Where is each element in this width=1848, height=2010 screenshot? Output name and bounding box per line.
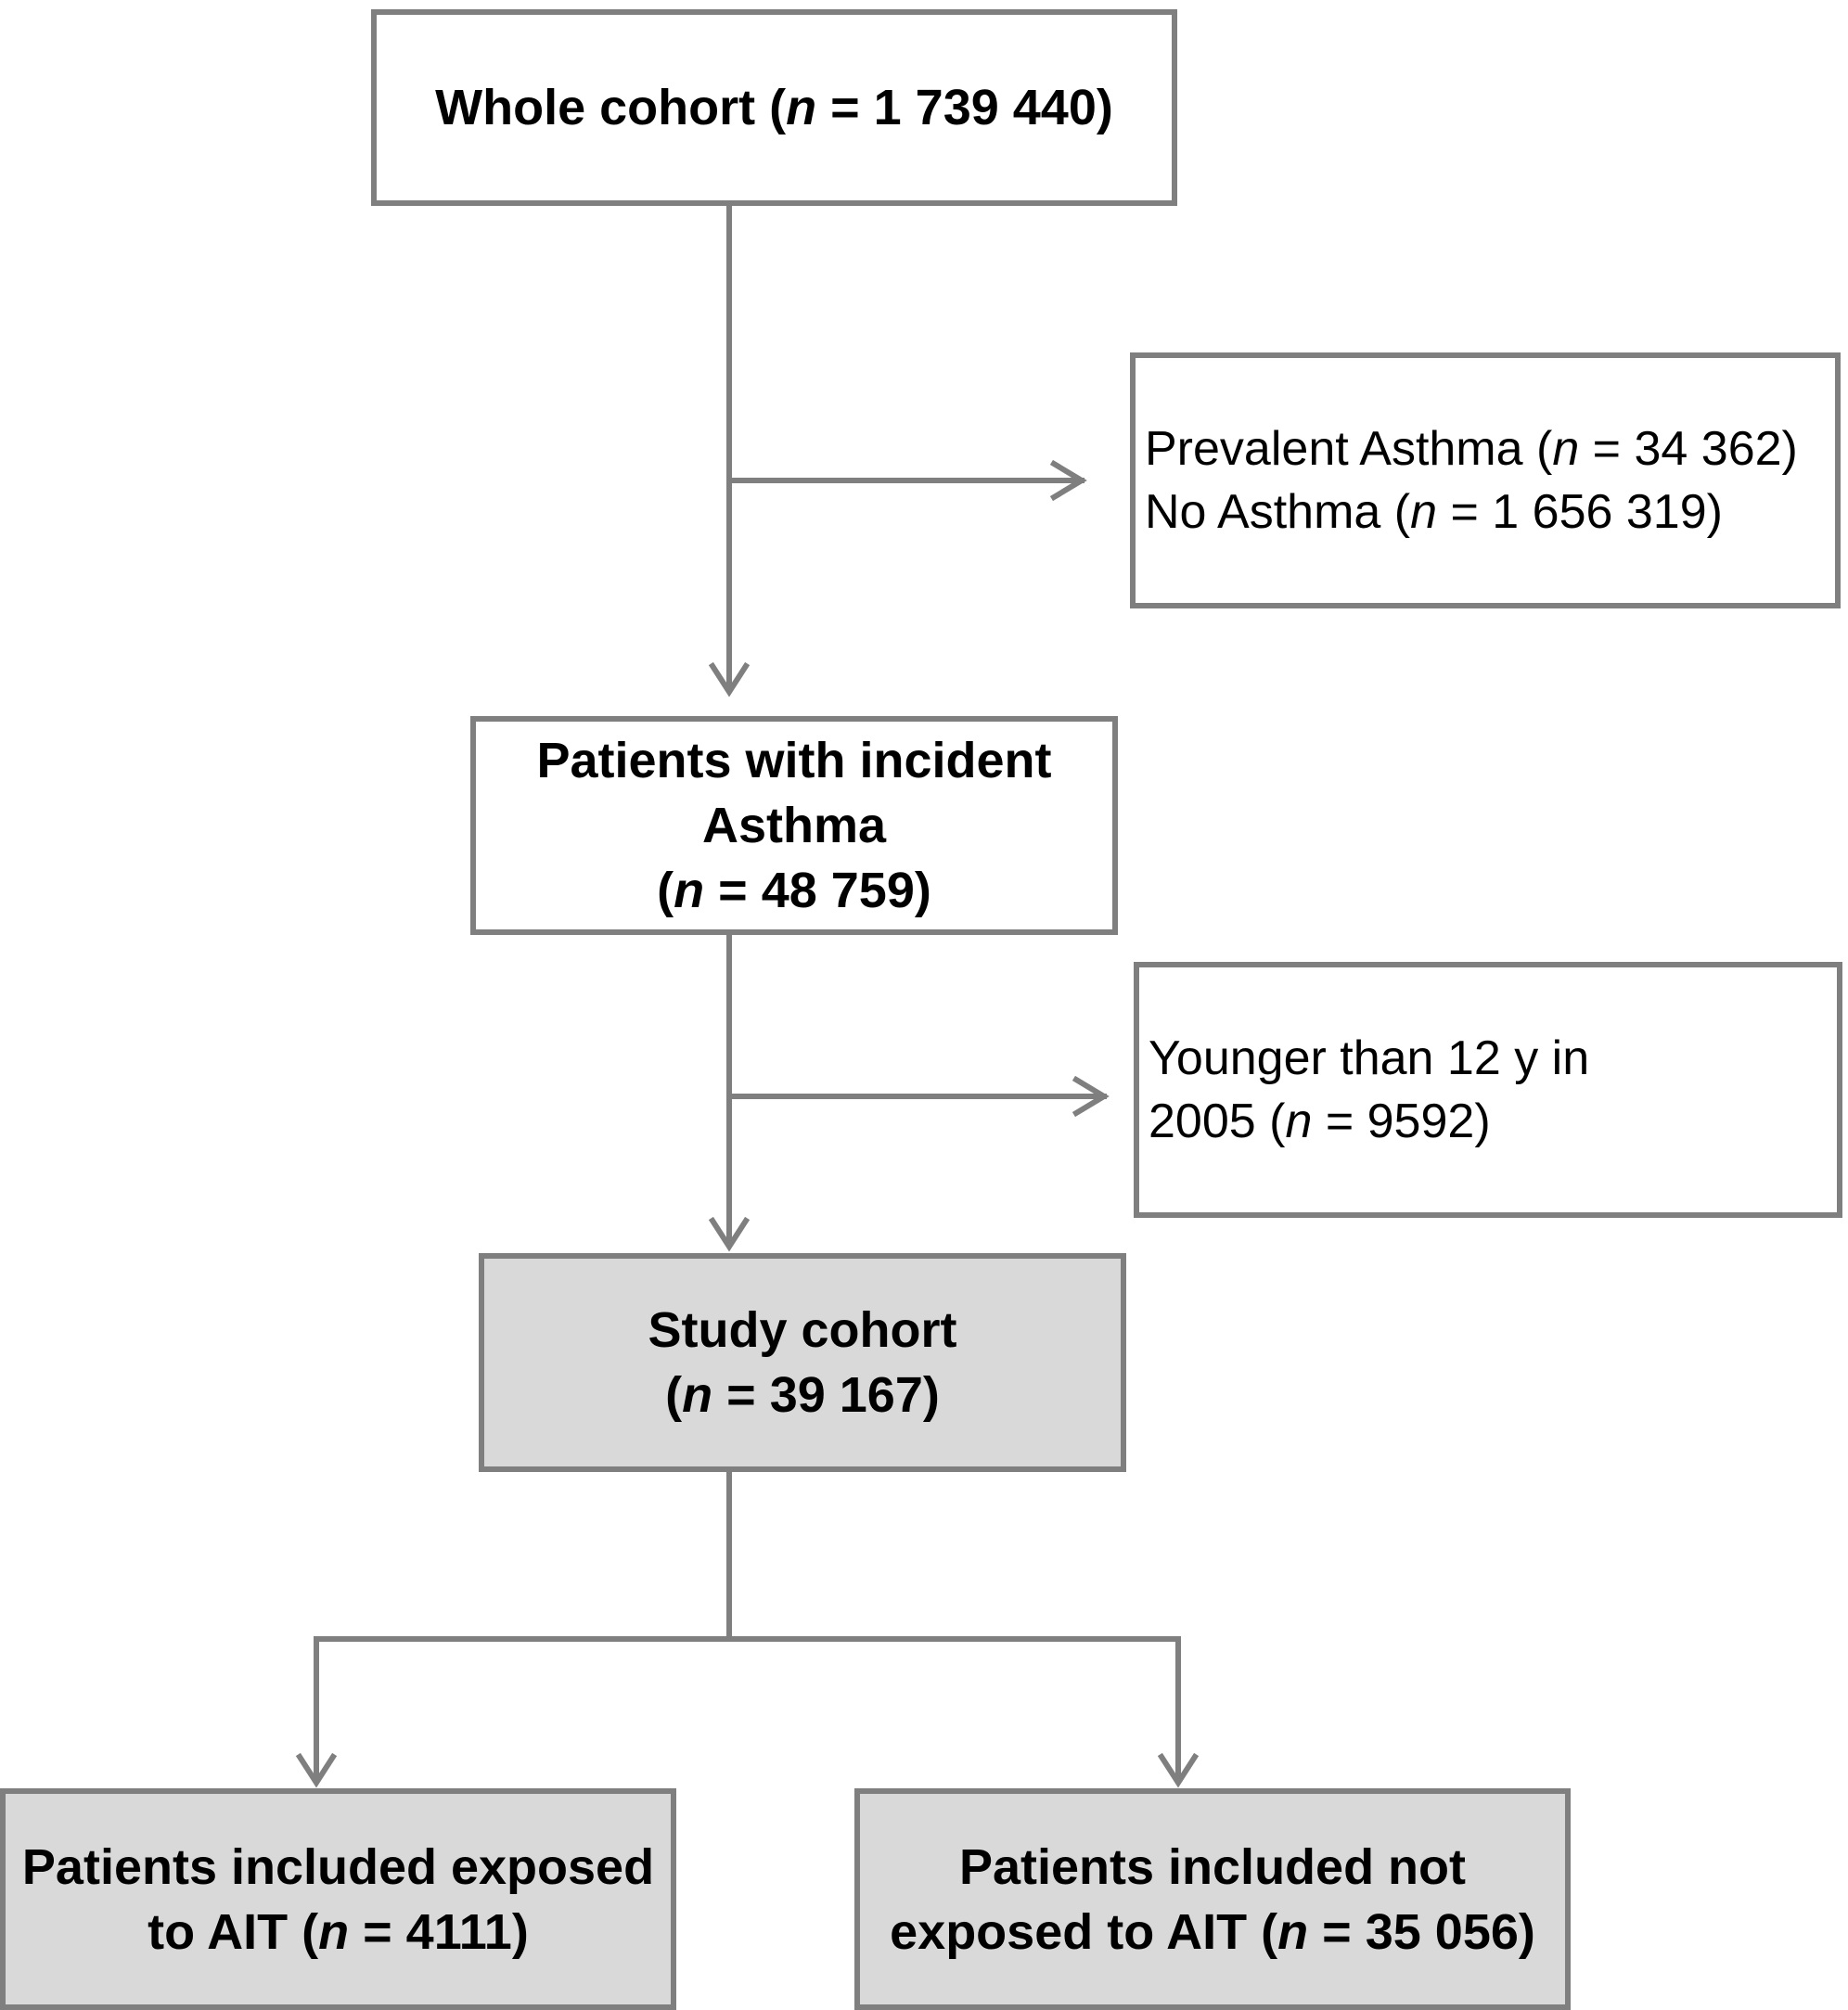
incident-asthma-line-2: Asthma xyxy=(701,798,887,853)
incident-asthma-line-1: Patients with incident xyxy=(536,733,1052,788)
younger-than-12-line-1: Younger than 12 y in xyxy=(1149,1031,1590,1085)
study-cohort-box: Study cohort (n = 39 167) xyxy=(479,1253,1126,1472)
whole-cohort-text: Whole cohort (n = 1 739 440) xyxy=(435,80,1113,135)
not-exposed-to-ait-box: Patients included not exposed to AIT (n … xyxy=(854,1788,1571,2010)
prevalent-asthma-text: Prevalent Asthma (n = 34 362) xyxy=(1145,422,1798,476)
exposed-line-2: to AIT (n = 4111) xyxy=(148,1903,529,1960)
exposed-to-ait-box: Patients included exposed to AIT (n = 41… xyxy=(0,1788,676,2010)
whole-cohort-box: Whole cohort (n = 1 739 440) xyxy=(371,9,1177,206)
incident-asthma-count: (n = 48 759) xyxy=(657,863,931,918)
arrowhead-to-exposed xyxy=(295,1752,338,1788)
not-exposed-line-1: Patients included not xyxy=(958,1838,1467,1895)
arrowhead-to-exclusion-1 xyxy=(1049,459,1087,502)
arrowhead-to-not-exposed xyxy=(1157,1752,1200,1788)
incident-asthma-box: Patients with incident Asthma (n = 48 75… xyxy=(470,716,1118,935)
arrowhead-to-exclusion-2 xyxy=(1072,1075,1110,1118)
study-cohort-label: Study cohort xyxy=(648,1302,957,1358)
exclusion-box-younger-than-12: Younger than 12 y in 2005 (n = 9592) xyxy=(1134,962,1842,1218)
study-cohort-count: (n = 39 167) xyxy=(665,1367,940,1423)
younger-than-12-line-2: 2005 (n = 9592) xyxy=(1149,1095,1491,1148)
exposed-line-1: Patients included exposed xyxy=(21,1838,655,1895)
arrowhead-to-study xyxy=(708,1216,751,1252)
no-asthma-text: No Asthma (n = 1 656 319) xyxy=(1145,485,1723,539)
arrowhead-to-incident xyxy=(708,661,751,698)
exclusion-box-prevalent-no-asthma: Prevalent Asthma (n = 34 362) No Asthma … xyxy=(1130,352,1841,608)
not-exposed-line-2: exposed to AIT (n = 35 056) xyxy=(890,1903,1535,1960)
